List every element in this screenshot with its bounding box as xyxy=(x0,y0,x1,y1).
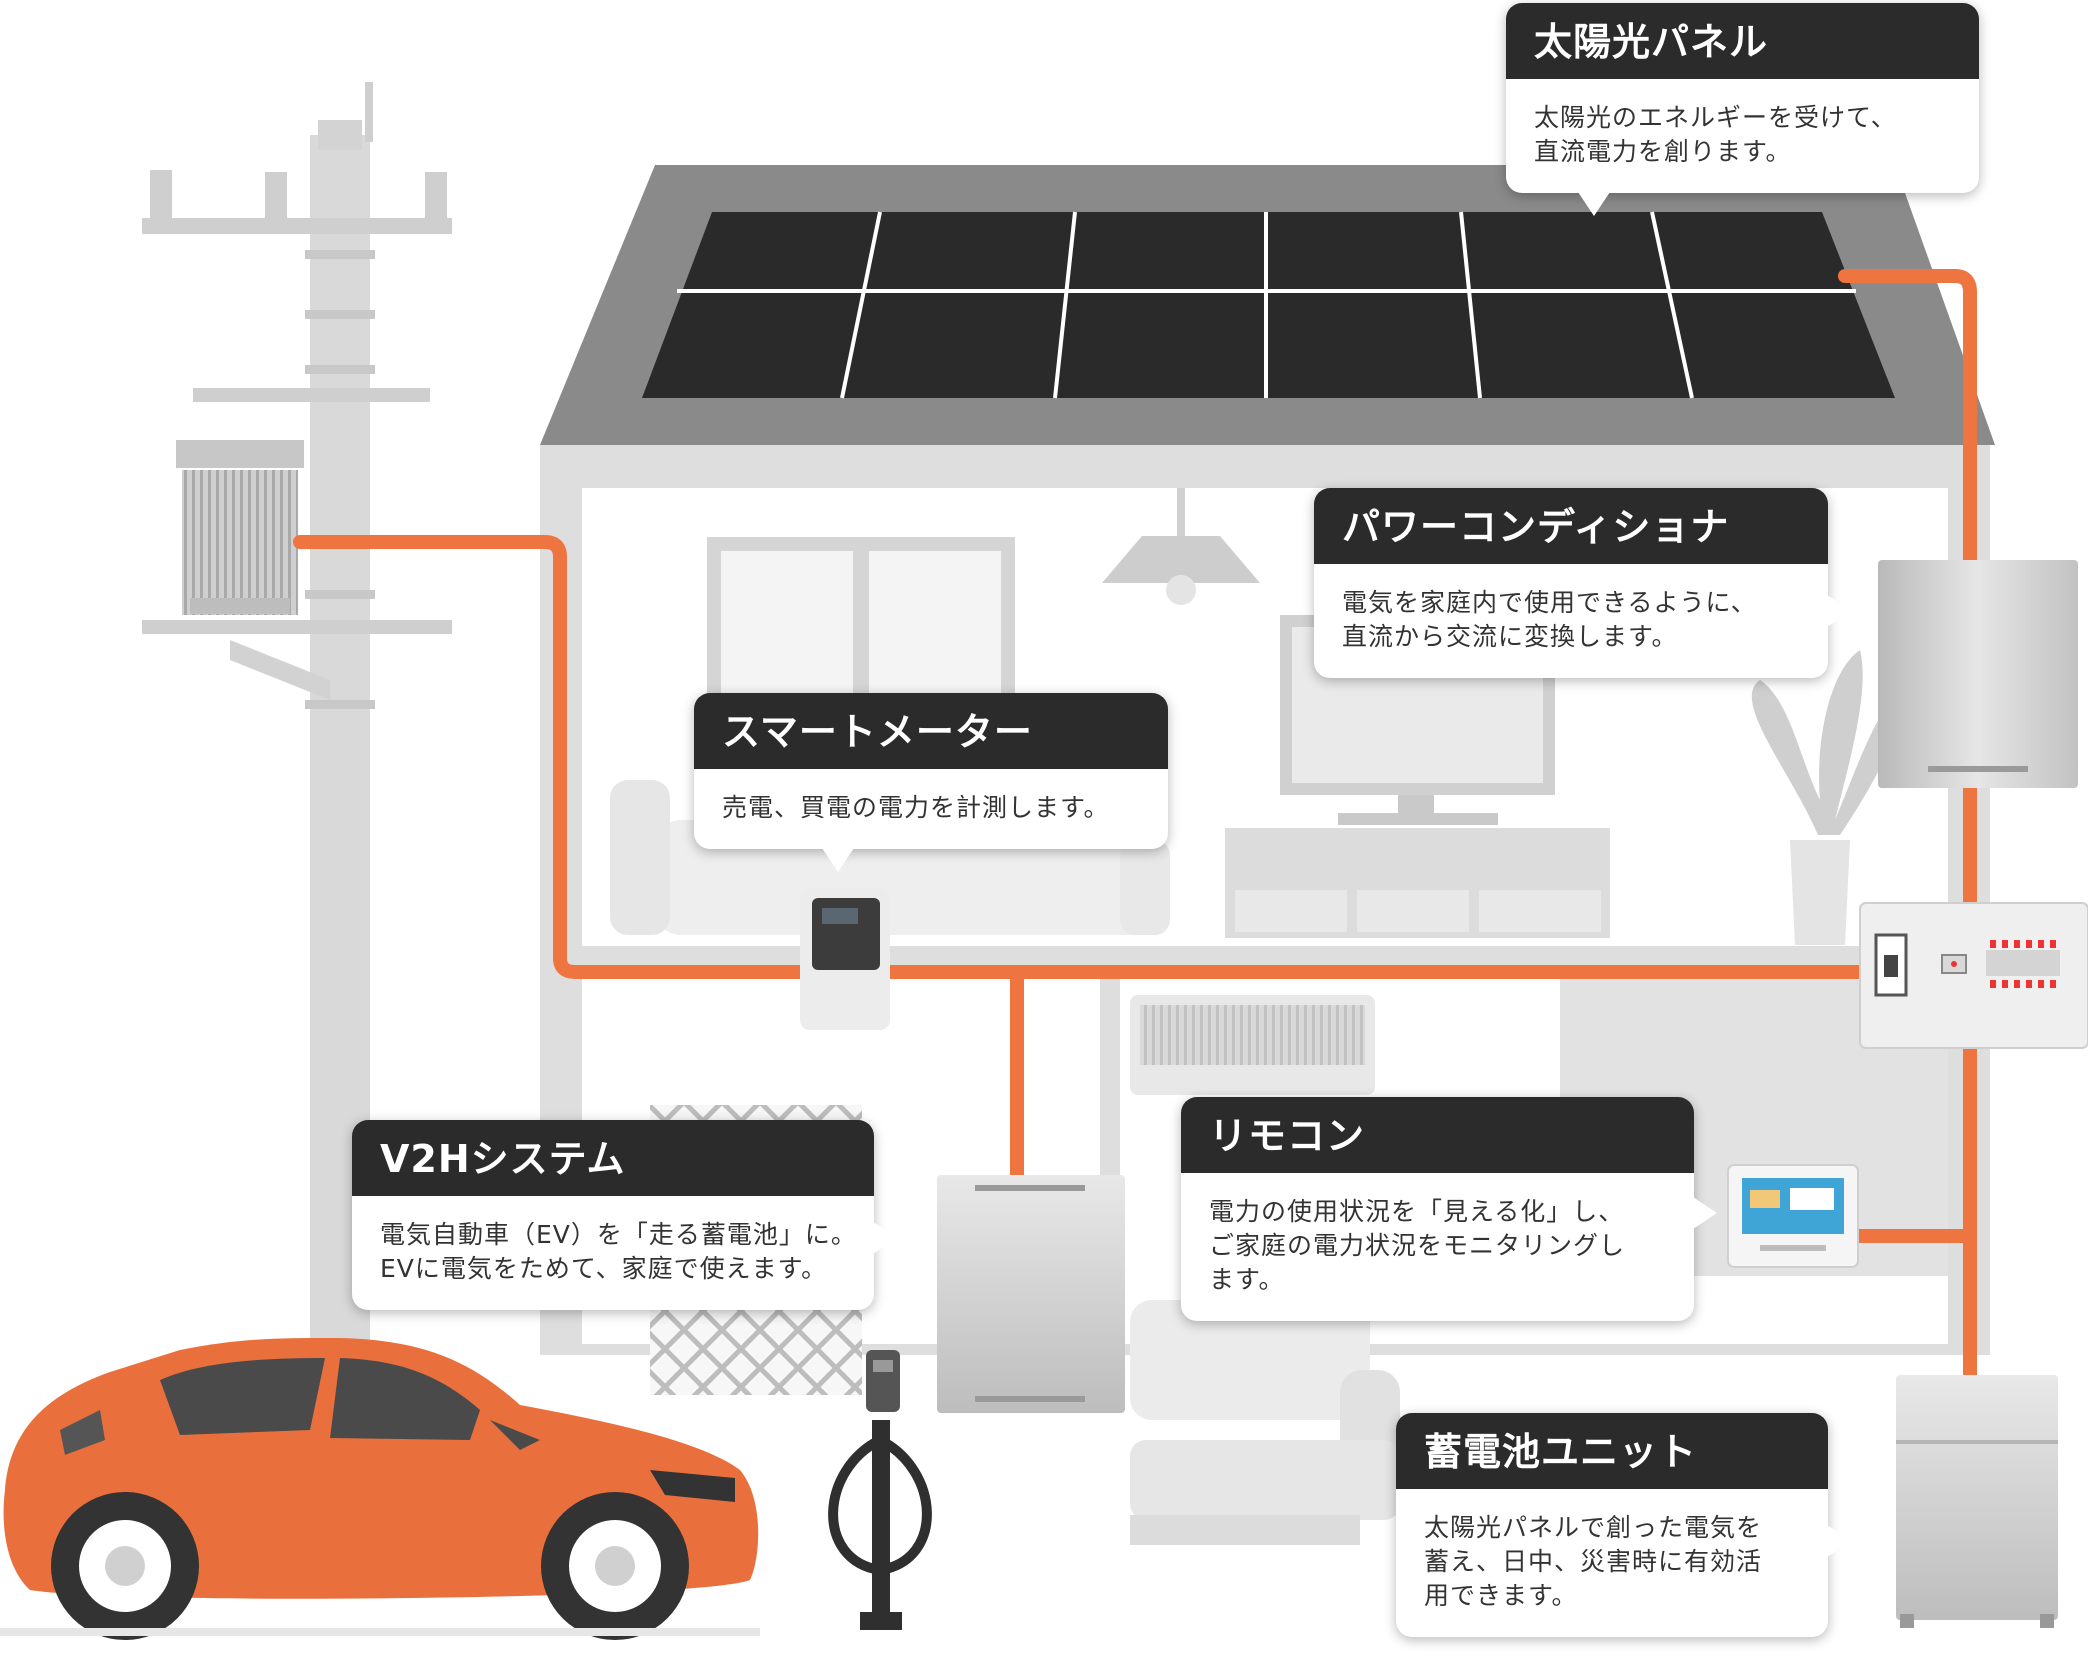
callout-title: パワーコンディショナ xyxy=(1314,488,1828,564)
callout-title: リモコン xyxy=(1181,1097,1694,1173)
callout-text: 電力の使用状況を「見える化」し、 ご家庭の電力状況をモニタリングし ます。 xyxy=(1209,1197,1626,1294)
ev-charger xyxy=(828,1350,932,1630)
callout-smart-meter: スマートメーター 売電、買電の電力を計測します。 xyxy=(694,693,1168,872)
smart-meter-unit xyxy=(800,888,890,1030)
power-cables xyxy=(293,269,1977,1392)
ceiling-lamp xyxy=(1102,488,1260,605)
callout-text: 電気自動車（EV）を「走る蓄電池」に。 EVに電気をためて、家庭で使えます。 xyxy=(380,1220,857,1283)
remote-controller-unit xyxy=(1727,1164,1859,1268)
utility-pole xyxy=(142,82,452,1355)
callout-text: 電気を家庭内で使用できるように、 直流から交流に変換します。 xyxy=(1342,588,1757,651)
v2h-unit xyxy=(937,1175,1125,1413)
callout-battery-unit: 蓄電池ユニット 太陽光パネルで創った電気を 蓄え、日中、災害時に有効活 用できま… xyxy=(1396,1413,1851,1637)
potted-plant xyxy=(1751,650,1905,945)
electric-car xyxy=(0,1338,760,1640)
solar-panel-array xyxy=(642,211,1895,399)
callout-text: 太陽光のエネルギーを受けて、 直流電力を創ります。 xyxy=(1534,103,1897,166)
callout-text: 太陽光パネルで創った電気を 蓄え、日中、災害時に有効活 用できます。 xyxy=(1424,1513,1763,1610)
power-conditioner-unit xyxy=(1878,560,2078,788)
distribution-board xyxy=(1859,902,2088,1049)
callout-power-conditioner: パワーコンディショナ 電気を家庭内で使用できるように、 直流から交流に変換します… xyxy=(1314,488,1851,678)
callout-title: 蓄電池ユニット xyxy=(1396,1413,1828,1489)
callout-v2h-system: V2Hシステム 電気自動車（EV）を「走る蓄電池」に。 EVに電気をためて、家庭… xyxy=(352,1120,897,1310)
callout-title: 太陽光パネル xyxy=(1506,3,1979,79)
pole-transformer xyxy=(176,440,304,615)
air-conditioner xyxy=(1130,995,1375,1095)
battery-unit xyxy=(1896,1375,2058,1628)
callout-remote: リモコン 電力の使用状況を「見える化」し、 ご家庭の電力状況をモニタリングし ま… xyxy=(1181,1097,1717,1321)
callout-solar-panel: 太陽光パネル 太陽光のエネルギーを受けて、 直流電力を創ります。 xyxy=(1506,3,1979,216)
callout-title: V2Hシステム xyxy=(352,1120,874,1196)
callout-text: 売電、買電の電力を計測します。 xyxy=(722,793,1110,822)
sofa-downstairs xyxy=(1130,1300,1400,1545)
callout-title: スマートメーター xyxy=(694,693,1168,769)
